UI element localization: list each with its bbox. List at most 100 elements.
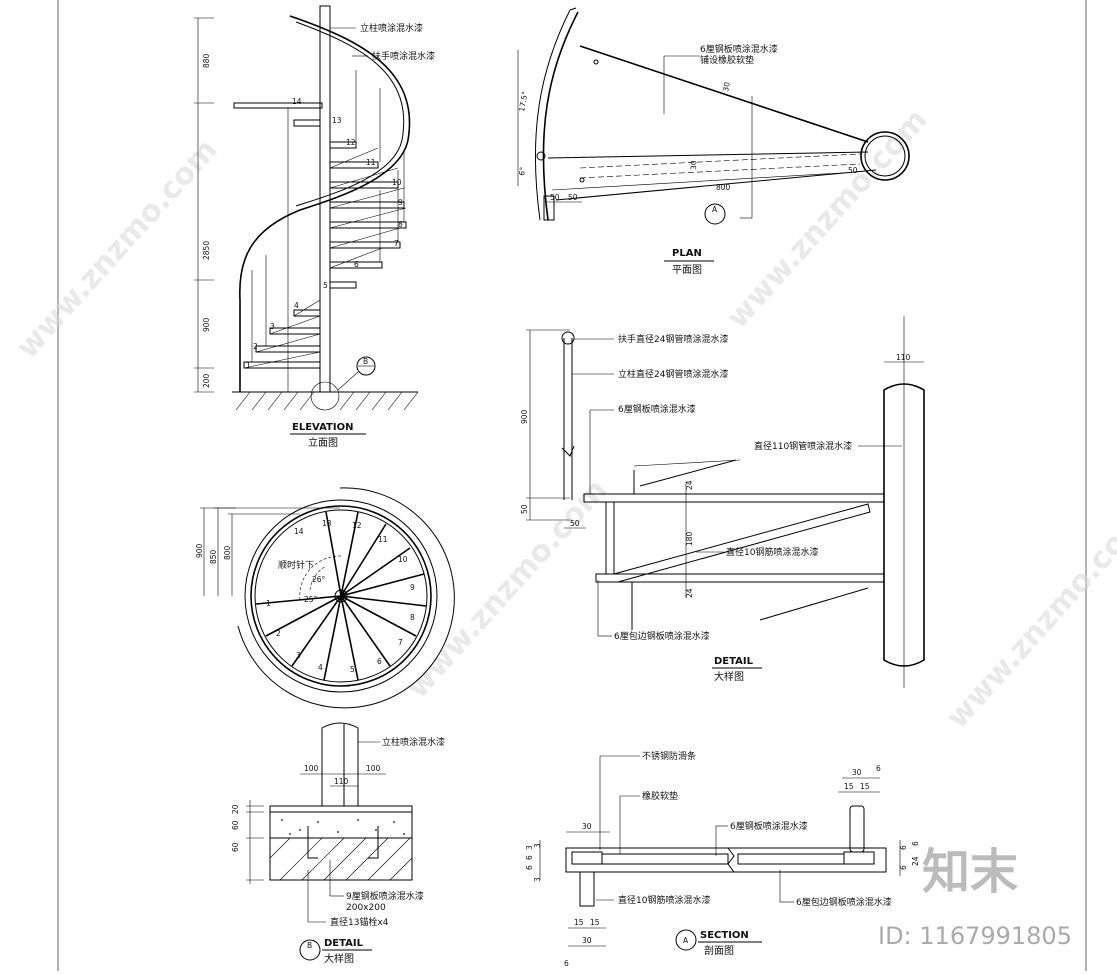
detail-dim-24b: 24 <box>685 588 694 598</box>
detail-right-title: DETAIL <box>714 656 754 667</box>
circle-step-num: 10 <box>398 555 408 564</box>
detail-dim-110: 110 <box>896 353 911 362</box>
label-handrail: 扶手喷涂混水漆 <box>372 50 435 62</box>
base-dim-110: 110 <box>334 777 349 786</box>
plan-title: PLAN <box>672 248 702 259</box>
section-callout-a: A <box>683 936 689 945</box>
base-dim-100a: 100 <box>304 764 319 773</box>
dim-200: 200 <box>202 373 211 388</box>
detail-right-subtitle: 大样图 <box>714 670 744 683</box>
circle-step-num: 9 <box>410 583 415 592</box>
dim-2850: 2850 <box>202 241 211 260</box>
section-dim-3a: 3 <box>533 843 542 848</box>
callout-b: B <box>363 357 368 366</box>
base-subtitle: 大样图 <box>324 952 354 965</box>
section-dim-30a: 30 <box>582 822 592 831</box>
plan-dim-30a: 30 <box>721 81 732 92</box>
elevation-subtitle: 立面图 <box>308 436 338 449</box>
base-label-bolt: 直径13锚栓x4 <box>330 916 389 928</box>
section-label-pad: 橡胶软垫 <box>642 790 678 802</box>
watermark-id: ID: 1167991805 <box>878 922 1072 950</box>
step-num: 9 <box>398 198 403 207</box>
detail-label-pipe: 直径110钢管喷涂混水漆 <box>754 440 852 452</box>
section-label-rebar: 直径10钢筋喷涂混水漆 <box>618 894 710 906</box>
section-dim-15a: 15 <box>844 782 854 791</box>
step-num: 12 <box>346 138 356 147</box>
detail-dim-50a: 50 <box>520 504 529 514</box>
section-subtitle: 剖面图 <box>704 944 734 957</box>
plan-angle-2: 6° <box>517 166 527 176</box>
detail-label-post: 立柱直径24钢管喷涂混水漆 <box>618 368 728 380</box>
plan-dim-50a: 50 <box>848 166 858 175</box>
circle-dim-900: 900 <box>195 543 204 558</box>
dim-880: 880 <box>202 53 211 68</box>
watermark-brand: 知末 <box>922 844 1018 900</box>
plan-column <box>860 131 910 181</box>
section-title: SECTION <box>700 930 749 941</box>
plan-view: 17.5° 6° 30 30 800 50 50 50 6厘钢板喷涂混水漆 铺设… <box>517 7 910 276</box>
base-label-plate-size: 200x200 <box>346 903 386 913</box>
circle-treads <box>255 511 427 681</box>
step-num: 7 <box>394 239 399 248</box>
detail-dim-24a: 24 <box>685 480 694 490</box>
section-dim-6b: 6 <box>564 959 569 968</box>
circle-dim-800: 800 <box>223 545 232 560</box>
circle-dim-850: 850 <box>209 549 218 564</box>
section-dim-6d: 6 <box>525 855 534 860</box>
circle-angle-25: 25° <box>304 595 318 604</box>
step-num: 8 <box>398 220 403 229</box>
section-label-edge: 6厘包边钢板喷涂混水漆 <box>796 896 892 908</box>
watermark-site: www.znzmo.com <box>10 132 225 365</box>
section-dim-30c: 30 <box>582 936 592 945</box>
plan-dim-30b: 30 <box>689 160 698 170</box>
section-dim-15d: 15 <box>590 918 600 927</box>
section-dim-6h: 6 <box>911 841 920 846</box>
step-num: 11 <box>366 158 376 167</box>
watermark-group: www.znzmo.com www.znzmo.com www.znzmo.co… <box>10 102 1117 735</box>
section-view: 30 30 6 15 15 15 15 30 6 6 6 3 3 3 6 6 2… <box>525 750 920 968</box>
detail-label-plate: 6厘钢板喷涂混水漆 <box>618 403 696 415</box>
pipe-110 <box>883 383 925 667</box>
circle-step-num: 14 <box>294 527 304 536</box>
section-dim-6e: 3 <box>525 845 534 850</box>
elevation-view: 880 2850 900 200 <box>194 5 435 449</box>
section-dim-6g: 6 <box>899 845 908 850</box>
label-column: 立柱喷涂混水漆 <box>360 22 423 34</box>
dim-900: 900 <box>202 317 211 332</box>
watermark-site: www.znzmo.com <box>400 472 615 705</box>
step-num: 4 <box>294 301 299 310</box>
circle-direction-label: 顺时针下 <box>278 559 314 571</box>
plan-label-plate: 6厘钢板喷涂混水漆 <box>700 43 778 55</box>
plan-circle-view: 900 850 800 顺时针下 25° <box>195 487 455 709</box>
plan-dim-50b: 50 <box>550 193 560 202</box>
callout-b-circle <box>356 356 376 376</box>
circle-step-num: 4 <box>318 663 323 672</box>
circle-step-num: 6 <box>377 657 382 666</box>
plan-angle-1: 17.5° <box>517 90 529 112</box>
base-dim-20: 20 <box>231 804 240 814</box>
plan-dim-50c: 50 <box>568 193 578 202</box>
plan-label-pad: 铺设橡胶软垫 <box>700 54 754 66</box>
circle-step-num: 8 <box>410 613 415 622</box>
section-dim-30b: 30 <box>852 768 862 777</box>
section-dim-15b: 15 <box>860 782 870 791</box>
elevation-title: ELEVATION <box>292 422 353 433</box>
base-callout-b: B <box>307 941 312 950</box>
step-num: 1 <box>246 361 251 370</box>
step-num: 3 <box>270 322 275 331</box>
base-dim-100b: 100 <box>366 764 381 773</box>
base-dim-60a: 60 <box>231 820 240 830</box>
detail-right-view: 900 50 50 110 24 180 24 扶手直径24钢管喷涂混水漆 立柱… <box>520 316 925 688</box>
step-num: 2 <box>253 342 258 351</box>
detail-dim-50b: 50 <box>570 519 580 528</box>
section-dim-6a: 6 <box>876 764 881 773</box>
step-num: 10 <box>392 178 402 187</box>
circle-step-num: 2 <box>276 629 281 638</box>
circle-step-num: 12 <box>352 521 362 530</box>
circle-step-num: 7 <box>398 638 403 647</box>
section-dim-3b: 3 <box>533 877 542 882</box>
base-label-column: 立柱喷涂混水漆 <box>382 736 445 748</box>
base-label-plate: 9厘钢板喷涂混水漆 <box>346 890 424 902</box>
detail-label-handrail: 扶手直径24钢管喷涂混水漆 <box>618 333 728 345</box>
